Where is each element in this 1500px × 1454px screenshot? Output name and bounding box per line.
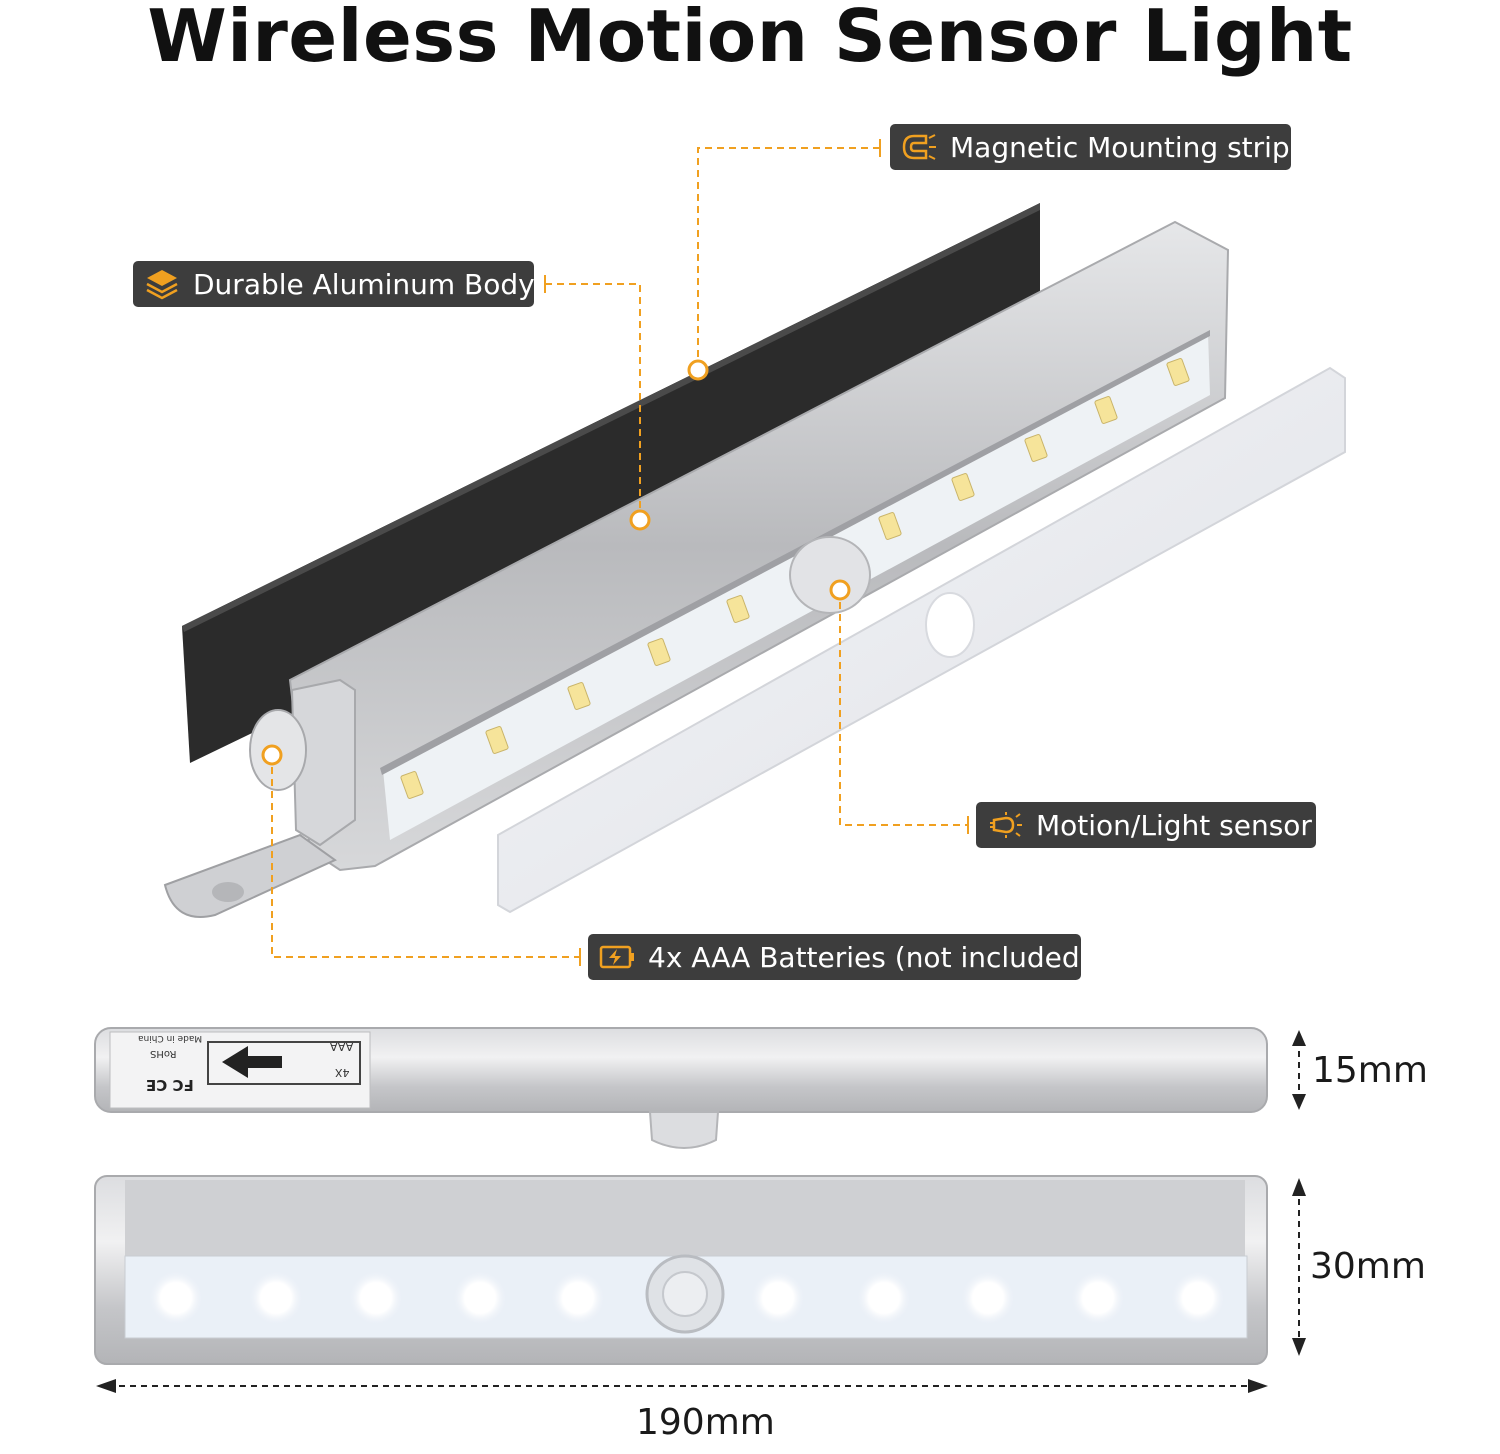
callout-aaa-batteries: 4x AAA Batteries (not included) [588, 934, 1091, 980]
callout-label: Magnetic Mounting strip [950, 130, 1290, 164]
callout-label: 4x AAA Batteries (not included) [648, 940, 1091, 974]
battery-count-marking: 4X [335, 1066, 350, 1079]
page-title: Wireless Motion Sensor Light [147, 0, 1353, 78]
led-lights [148, 1270, 1226, 1326]
callout-anchor-dots [261, 359, 851, 766]
callout-motion-light-sensor: Motion/Light sensor [976, 802, 1316, 848]
mounting-bracket [163, 833, 337, 918]
cert-marking: FC CE [146, 1076, 194, 1094]
callout-durable-aluminum-body: Durable Aluminum Body [133, 261, 535, 307]
callout-magnetic-mounting-strip: Magnetic Mounting strip [890, 124, 1291, 170]
dimension-15mm: 15mm [1312, 1050, 1428, 1091]
rohs-marking: RoHS [150, 1048, 177, 1059]
sensor-dome [789, 536, 871, 614]
dimension-arrows [96, 1030, 1306, 1393]
battery-type-marking: AAA [330, 1040, 354, 1053]
magnetic-strip [182, 203, 1040, 763]
battery-icon [599, 945, 634, 969]
front-view-bar [94, 1175, 1268, 1365]
end-cap [290, 678, 356, 847]
sensor-icon [990, 812, 1022, 838]
dimension-190mm: 190mm [636, 1402, 775, 1443]
magnet-icon [902, 134, 936, 160]
led-chips [400, 358, 1190, 799]
origin-marking: Made in China [138, 1033, 203, 1043]
side-view-bar [94, 1027, 1268, 1149]
callout-label: Motion/Light sensor [1036, 808, 1312, 842]
leader-lines [271, 147, 968, 958]
callout-label: Durable Aluminum Body [193, 267, 535, 301]
dimension-30mm: 30mm [1310, 1246, 1426, 1287]
layers-icon [146, 270, 178, 300]
arrow-left-icon [222, 1046, 282, 1078]
diffuser-cover [497, 366, 1346, 914]
